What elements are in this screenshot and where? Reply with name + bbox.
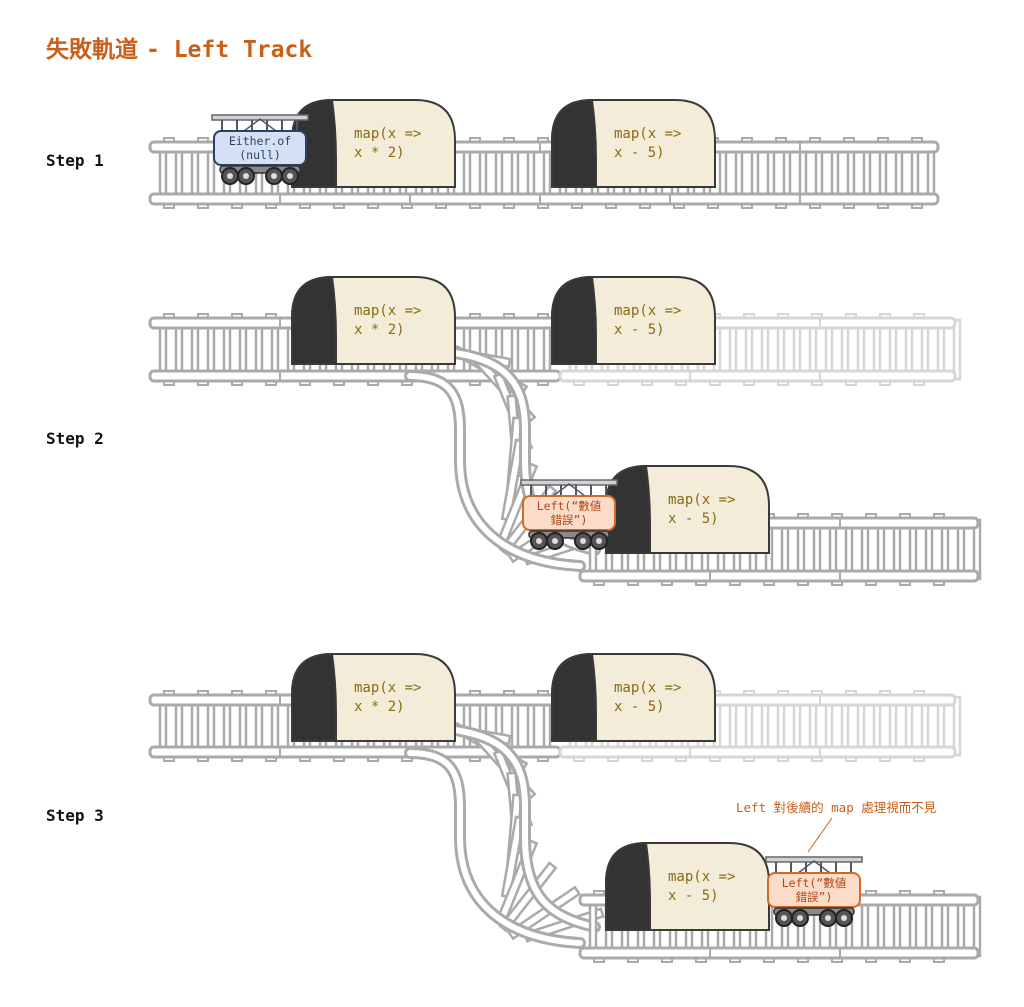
tunnel-map-minus-step-3: map(x => x - 5) [551,652,716,742]
tunnel-label-line-2: x * 2) [354,322,405,338]
tunnel-label-line-2: x * 2) [354,699,405,715]
tunnel-label-line-2: x - 5) [614,699,665,715]
tunnel-mouth [291,98,337,188]
tunnel-mouth [605,841,651,931]
tunnel-map-minus-lower-step-2: map(x => x - 5) [605,464,770,554]
car-label-line-1: Left(“數値 [537,499,602,513]
tunnel-map-minus-lower-step-3: map(x => x - 5) [605,841,770,931]
tunnel-label-line-1: map(x => [668,869,735,885]
car-label-line-2: (null) [239,148,281,162]
tunnel-map-minus-step-1: map(x => x - 5) [551,98,716,188]
tunnel-map-minus-step-2: map(x => x - 5) [551,275,716,365]
tunnel-label-line-2: x * 2) [354,145,405,161]
tunnel-map-double-step-2: map(x => x * 2) [291,275,456,365]
tunnel-mouth [551,98,597,188]
tunnel-label-line-1: map(x => [614,680,681,696]
title-chinese: 失敗軌道 [46,37,138,63]
annotation-leader [807,817,833,853]
page-title: 失敗軌道 - Left Track [46,30,312,64]
track-branch-step-3 [404,720,605,949]
tunnel-label-line-1: map(x => [354,303,421,319]
car-label-line-1: Left(“數値 [782,876,847,890]
title-english: - Left Track [146,37,313,63]
tunnel-label-line-2: x - 5) [614,145,665,161]
tunnel-mouth [551,652,597,742]
tunnel-label-line-2: x - 5) [614,322,665,338]
step-1-label: Step 1 [46,151,104,170]
tunnel-mouth [605,464,651,554]
step-3-label: Step 3 [46,806,104,825]
car-label-line-1: Either.of [229,134,291,148]
tunnel-label-line-1: map(x => [354,126,421,142]
car-label-line-2: 錯誤”) [796,890,833,904]
car-label-line-2: 錯誤”) [551,513,588,527]
tunnel-label-line-2: x - 5) [668,511,719,527]
tunnel-mouth [291,275,337,365]
step-2-label: Step 2 [46,429,104,448]
tunnel-mouth [551,275,597,365]
tunnel-label-line-1: map(x => [354,680,421,696]
tunnel-label-line-1: map(x => [614,303,681,319]
tunnel-mouth [291,652,337,742]
tunnel-map-double-step-3: map(x => x * 2) [291,652,456,742]
tunnel-label-line-1: map(x => [614,126,681,142]
tunnel-label-line-1: map(x => [668,492,735,508]
car-either-of: Either.of(null) [211,114,309,185]
annotation-text: Left 對後續的 map 處理視而不見 [736,800,937,815]
tunnel-label-line-2: x - 5) [668,888,719,904]
tunnel-map-double-step-1: map(x => x * 2) [291,98,456,188]
